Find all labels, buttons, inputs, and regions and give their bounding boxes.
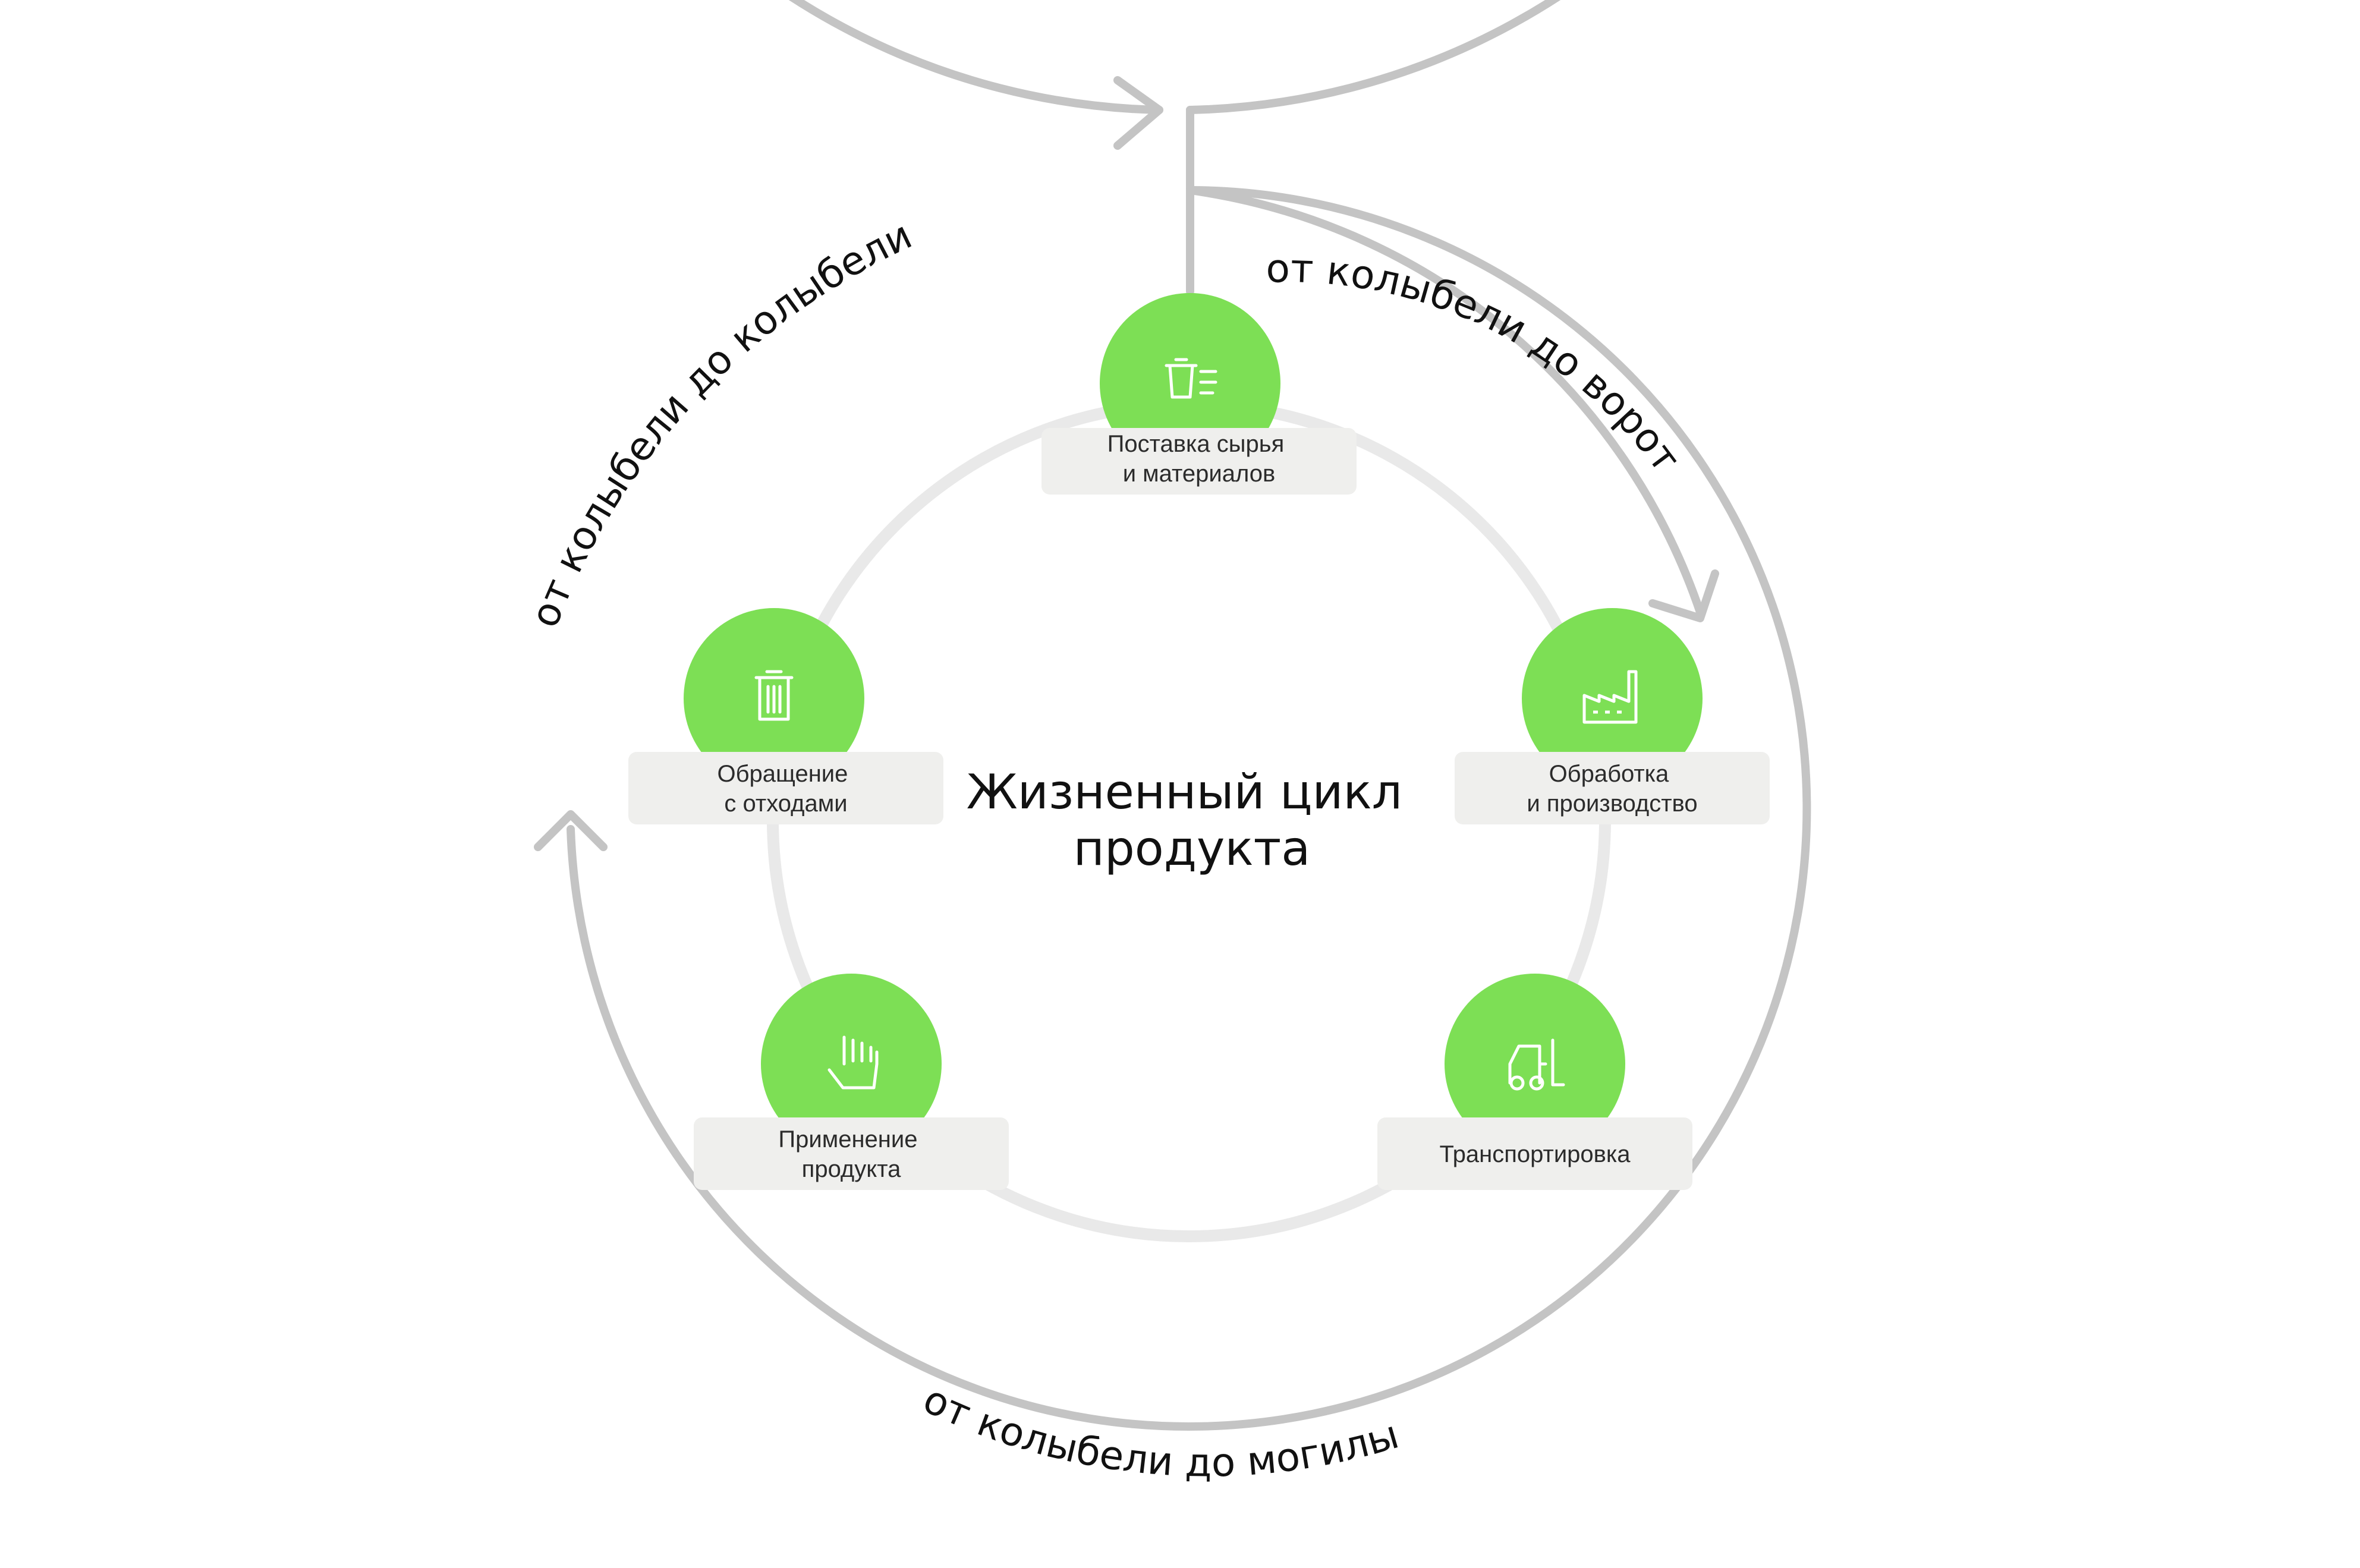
stage-label-line1: Транспортировка	[1439, 1141, 1631, 1167]
center-title-line2: продукта	[1074, 821, 1311, 876]
stage-manufacturing: Обработка и производство	[1455, 608, 1770, 824]
cradle-to-cradle-arrowhead	[1113, 76, 1163, 150]
stage-circle	[1445, 974, 1625, 1154]
stage-label-line1: Обработка	[1549, 761, 1669, 787]
svg-text:Обращение с отходами: Обращение с отходами	[717, 761, 854, 817]
stage-label-box	[1377, 1117, 1692, 1190]
stage-label-box	[1455, 752, 1770, 824]
stage-label-line1: Обращение	[717, 761, 848, 787]
stage-label-line2: и производство	[1527, 791, 1697, 817]
stage-label-box	[1041, 428, 1357, 495]
stage-transportation: Транспортировка	[1377, 974, 1692, 1190]
svg-text:Поставка сырья и материа: Поставка сырья и материалов	[1107, 431, 1291, 487]
stage-label-line2: продукта	[802, 1156, 901, 1182]
svg-text:Применение продукта: Применение продукта	[778, 1126, 924, 1182]
cradle-to-gate-arrowhead	[1648, 569, 1719, 622]
raw-materials-icon	[1165, 358, 1217, 399]
cradle-to-grave-arrowhead	[534, 810, 608, 851]
hand-icon	[827, 1035, 879, 1090]
stage-circle	[1522, 608, 1703, 789]
cradle-to-cradle-arc	[789, 0, 1560, 114]
stage-label-line2: и материалов	[1123, 461, 1276, 487]
stage-label-line1: Применение	[778, 1126, 917, 1153]
cradle-to-gate-arc	[1186, 186, 1704, 616]
svg-text:Обработка и производство: Обработка и производство	[1527, 761, 1697, 817]
forklift-icon	[1508, 1038, 1565, 1091]
stage-label-box	[694, 1117, 1009, 1190]
trash-bin-icon	[754, 670, 794, 721]
stage-product-use: Применение продукта	[694, 974, 1009, 1190]
cradle-to-grave-arc	[567, 186, 1811, 1431]
factory-icon	[1582, 670, 1638, 724]
center-title: Жизненный цикл продукта	[967, 764, 1418, 876]
outer-arrows	[534, 0, 1811, 1431]
stage-waste-management: Обращение с отходами	[628, 608, 943, 824]
stage-label-line2: с отходами	[724, 791, 847, 817]
stage-label-box	[628, 752, 943, 824]
svg-text:Транспортировка: Транспортировка	[1439, 1141, 1631, 1167]
stage-raw-materials: Поставка сырья и материалов	[1041, 293, 1357, 495]
stage-label-line1: Поставка сырья	[1107, 431, 1285, 457]
center-title-line1: Жизненный цикл	[967, 764, 1402, 820]
stage-circle	[761, 974, 942, 1154]
